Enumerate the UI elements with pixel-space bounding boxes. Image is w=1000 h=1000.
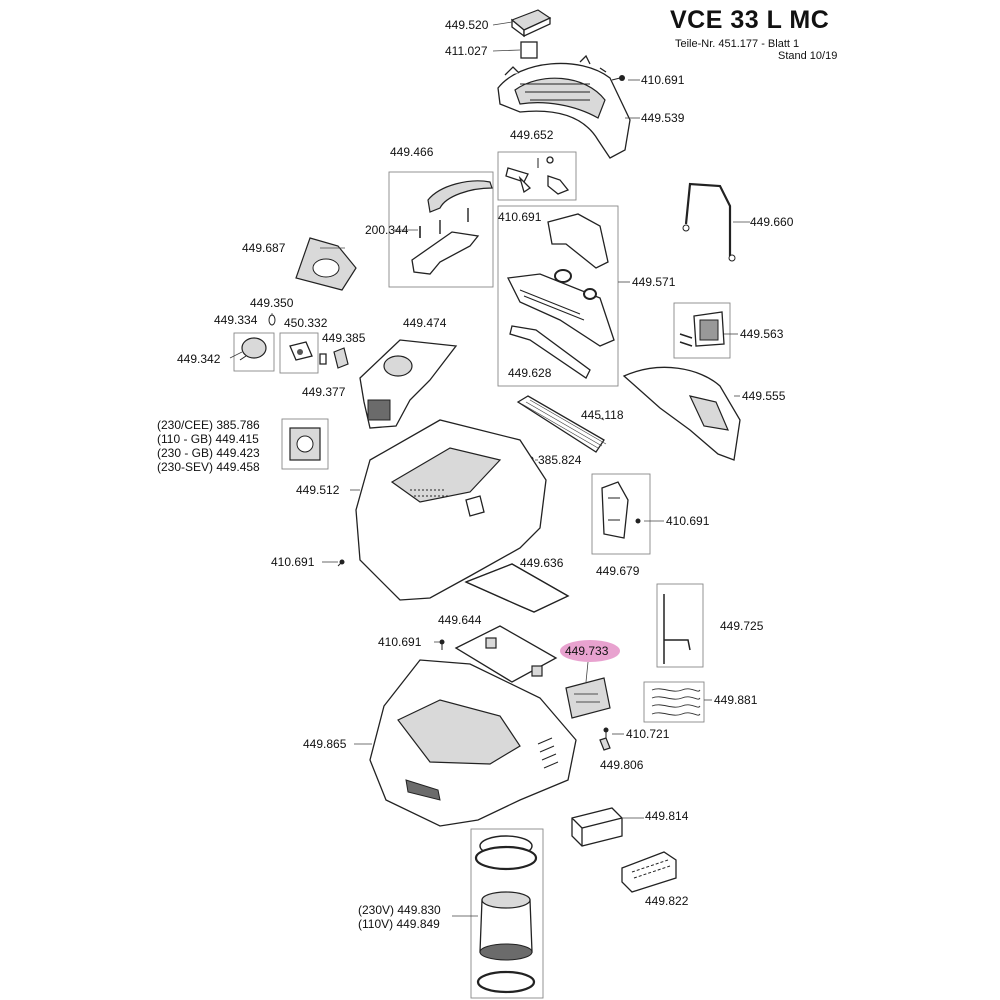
side-assembly-449571: [507, 213, 615, 379]
label-449415: (110 - GB) 449.415: [157, 432, 259, 446]
label-449423: (230 - GB) 449.423: [157, 446, 260, 460]
label-449385: 449.385: [322, 331, 366, 345]
label-410721: 410.721: [626, 727, 670, 741]
label-449539: 449.539: [641, 111, 685, 125]
box-449881: [643, 681, 705, 723]
label-385824: 385.824: [538, 453, 582, 467]
label-449563: 449.563: [740, 327, 784, 341]
box-449725: [656, 583, 704, 668]
part-number-text: Teile-Nr. 451.177 - Blatt 1: [675, 38, 800, 50]
label-449725: 449.725: [720, 619, 764, 633]
screw-mid: [439, 639, 445, 650]
small-parts-449652: [505, 156, 570, 195]
screw-top: [611, 75, 625, 81]
clip-449385: [333, 347, 349, 369]
box-449563: [673, 302, 731, 359]
bracket-449563: [679, 311, 725, 347]
label-449636: 449.636: [520, 556, 564, 570]
label-385786: (230/CEE) 385.786: [157, 418, 260, 432]
filter-445118: [516, 395, 607, 453]
stand-text: Stand 10/19: [778, 50, 838, 62]
knob-part: [510, 9, 552, 38]
label-449849: (110V) 449.849: [358, 917, 440, 931]
label-410691-side: 410.691: [666, 514, 710, 528]
box-449571: [497, 205, 619, 387]
label-449571: 449.571: [632, 275, 676, 289]
label-449644: 449.644: [438, 613, 482, 627]
label-449830: (230V) 449.830: [358, 903, 441, 917]
label-449814: 449.814: [645, 809, 689, 823]
box-socket: [281, 418, 329, 470]
box-450332: [279, 332, 319, 374]
label-449512: 449.512: [296, 483, 340, 497]
ring-449350: [268, 314, 276, 326]
label-449520: 449.520: [445, 18, 489, 32]
wire-bracket-449660: [682, 182, 736, 262]
label-449679: 449.679: [596, 564, 640, 578]
label-411027: 411.027: [445, 44, 488, 58]
label-449652: 449.652: [510, 128, 554, 142]
handle-part: [411, 180, 493, 275]
label-449466: 449.466: [390, 145, 434, 159]
box-449334: [233, 332, 275, 372]
grill-449822: [621, 851, 677, 893]
screw-left: [337, 559, 345, 567]
socket-part: [289, 427, 321, 461]
wires-449881: [651, 688, 701, 716]
label-449733: 449.733: [565, 644, 609, 658]
label-449806: 449.806: [600, 758, 644, 772]
label-410691-top: 410.691: [641, 73, 685, 87]
label-449458: (230-SEV) 449.458: [157, 460, 260, 474]
label-449377: 449.377: [302, 385, 346, 399]
label-449660: 449.660: [750, 215, 794, 229]
box-449652: [497, 151, 577, 201]
box-449466: [388, 171, 494, 288]
top-cover-part: [497, 54, 631, 159]
spring-part: [520, 41, 538, 59]
label-410691-mid: 410.691: [378, 635, 422, 649]
wire-449725: [663, 594, 691, 664]
label-449822: 449.822: [645, 894, 689, 908]
plate-449644: [454, 625, 558, 683]
label-449350: 449.350: [250, 296, 294, 310]
label-449881: 449.881: [714, 693, 758, 707]
highlight-ellipse: [560, 640, 620, 662]
pin-449377: [319, 353, 327, 365]
label-449555: 449.555: [742, 389, 786, 403]
plate-449636: [464, 563, 570, 613]
label-449628: 449.628: [508, 366, 552, 380]
base-housing-449865: [369, 659, 577, 827]
box-449679: [591, 473, 651, 555]
label-445118: 445.118: [581, 408, 624, 422]
leader-lines: [229, 21, 750, 917]
knob-449334: [239, 337, 267, 361]
side-cover-449555: [622, 366, 741, 461]
box-motor: [470, 828, 544, 999]
label-449687: 449.687: [242, 241, 286, 255]
label-449342: 449.342: [177, 352, 221, 366]
pad-449687: [295, 237, 357, 291]
label-450332: 450.332: [284, 316, 328, 330]
clip-449806: [599, 737, 611, 751]
label-449865: 449.865: [303, 737, 347, 751]
switch-450332: [289, 341, 313, 361]
label-449474: 449.474: [403, 316, 447, 330]
block-449814: [571, 807, 623, 847]
pcb-449733: [565, 677, 611, 719]
model-title: VCE 33 L MC: [670, 6, 830, 34]
label-449334: 449.334: [214, 313, 258, 327]
label-200344: 200.344: [365, 223, 409, 237]
housing-top-449512: [355, 419, 547, 601]
front-panel-449474: [359, 339, 458, 429]
motor-assembly: [474, 835, 538, 994]
latch-449679: [601, 481, 629, 539]
label-410691-rib: 410.691: [498, 210, 542, 224]
screw-410721: [603, 727, 609, 738]
label-410691-left: 410.691: [271, 555, 315, 569]
screw-side: [635, 518, 641, 524]
